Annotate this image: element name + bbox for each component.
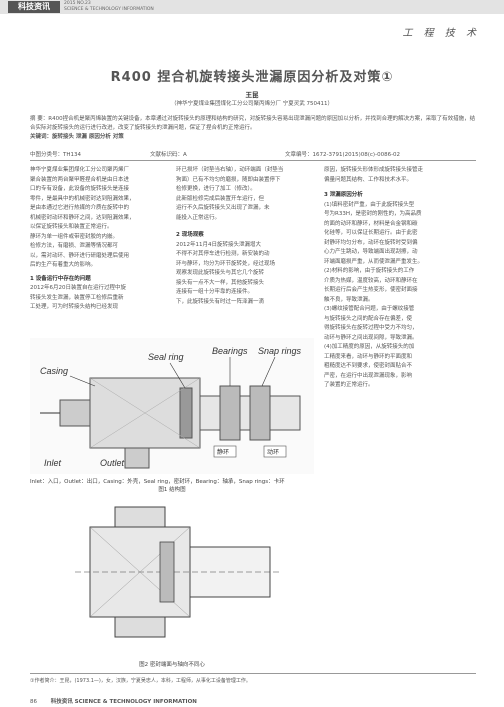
label-static-ring: 静环 xyxy=(217,448,229,456)
header-bar xyxy=(0,0,504,14)
footer-journal: 科技资讯 SCIENCE & TECHNOLOGY INFORMATION xyxy=(50,699,197,705)
article-number: 文章编号：1672-3791(2015)08(c)-0086-02 xyxy=(285,152,401,158)
label-casing: Casing xyxy=(40,366,68,376)
footnote-divider xyxy=(30,673,476,674)
middle-column: 环已损坏（封垫当右轴），动环端面（封垫当 狗面）已有不均匀的磨损，随即由装置停下… xyxy=(176,166,316,307)
journal-badge-en: 2015 NO.23 SCIENCE & TECHNOLOGY INFORMAT… xyxy=(64,1,154,12)
left-column: 神华宁夏煤业集团煤化工分公司聚丙烯厂 聚合装置的两台聚甲醛捏合机是由日本进 口的… xyxy=(30,166,170,313)
keywords: 关键词：旋转接头 泄漏 原因分析 对策 xyxy=(30,134,124,140)
figure2-drawing xyxy=(60,497,290,652)
abstract: 摘 要：R400捏合机是聚丙烯装置的关键设备，本章通过对旋转接头的原理和结构的研… xyxy=(30,115,476,142)
section2-heading: 2 现场观察 xyxy=(176,232,204,238)
bottom-flange xyxy=(114,616,166,638)
section-label: 工 程 技 术 xyxy=(402,28,480,39)
clc-number: 中图分类号：TH134 xyxy=(30,152,81,158)
journal-badge: 科技资讯 xyxy=(8,1,60,13)
label-snap-rings: Snap rings xyxy=(258,346,302,356)
top-flange xyxy=(114,506,166,528)
doc-code: 文献标识码：A xyxy=(150,152,187,158)
bearing-shape-2 xyxy=(249,385,271,441)
label-seal-ring: Seal ring xyxy=(148,352,184,362)
bearing-shape xyxy=(219,385,241,441)
figure2-caption: 图2 密封端面与轴向不同心 xyxy=(139,662,205,668)
seal-ring-shape xyxy=(179,387,193,439)
page-number: 86 xyxy=(30,699,37,705)
article-title: R400 捏合机旋转接头泄漏原因分析及对策① xyxy=(110,70,394,85)
affiliation: （神华宁夏煤业集团煤化工分公司聚丙烯分厂 宁夏灵武 750411） xyxy=(171,101,333,107)
label-inlet: Inlet xyxy=(44,458,62,468)
figure1-structure-diagram: Seal ring Casing Bearings Snap rings Inl… xyxy=(30,338,314,474)
section1-heading: 1 设备运行中存在的问题 xyxy=(30,275,91,282)
inlet-pipe xyxy=(59,399,91,427)
right-column: 原因，旋转接头形体形成旋转接头接管走 偏量问题其结构、工作和技术水平。 3 泄漏… xyxy=(324,166,476,391)
page-footer: 86 科技资讯 SCIENCE & TECHNOLOGY INFORMATION xyxy=(30,697,197,705)
abstract-text: 摘 要：R400捏合机是聚丙烯装置的关键设备，本章通过对旋转接头的原理和结构的研… xyxy=(30,116,476,131)
label-moving-ring: 动环 xyxy=(267,449,279,456)
author: 王昆 xyxy=(245,91,259,99)
label-outlet: Outlet xyxy=(100,458,125,468)
divider xyxy=(30,160,476,161)
outlet-pipe xyxy=(124,447,150,469)
section3-heading: 3 泄漏原因分析 xyxy=(324,192,363,198)
footnote: ①作者简介：王昆，(1973.1—)，女，汉族，宁夏吴忠人，本科，工程师，从事化… xyxy=(30,678,251,684)
figure1-caption: Inlet：入口，Outlet：出口，Casing：外壳，Seal ring，密… xyxy=(30,479,285,493)
label-bearings: Bearings xyxy=(212,346,248,356)
seal-face xyxy=(159,541,175,603)
